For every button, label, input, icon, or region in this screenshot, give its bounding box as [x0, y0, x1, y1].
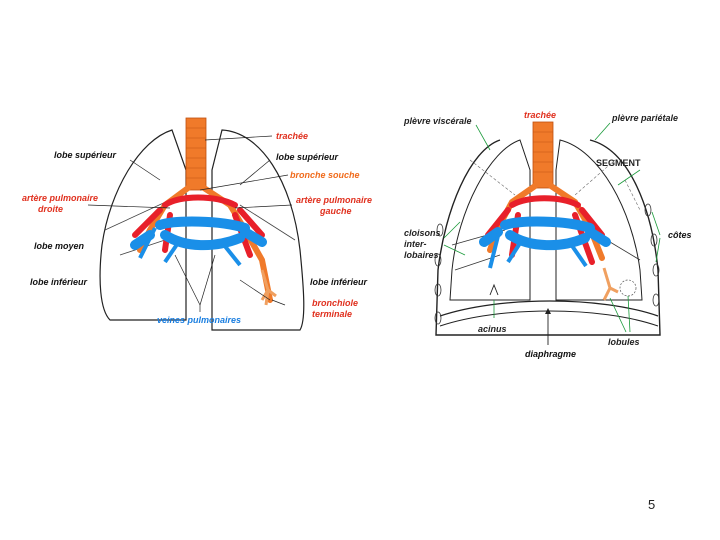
label-lobe-superieur-left: lobe supérieur	[54, 150, 117, 160]
acinus-marker	[489, 283, 499, 296]
left-bronchiole	[260, 269, 277, 306]
rib-markers	[434, 203, 660, 325]
left-veins	[130, 216, 267, 251]
label-artere-pulmonaire-droite-2: droite	[38, 204, 63, 214]
right-veins	[479, 216, 611, 251]
left-arteries	[132, 194, 265, 258]
label-cloisons-2: inter-	[404, 239, 427, 249]
right-lung-outline-left	[555, 139, 643, 301]
right-arteries	[485, 195, 605, 265]
diaphragm-line-2	[439, 310, 659, 327]
label-cloisons-3: lobaires	[404, 250, 439, 260]
lobule-circle	[619, 279, 637, 297]
page-number: 5	[648, 497, 656, 512]
label-segment: SEGMENT	[596, 158, 641, 168]
left-trachea	[185, 117, 207, 191]
label-veines-pulmonaires: veines pulmonaires	[157, 315, 241, 325]
label-trachee-right: trachée	[524, 110, 556, 120]
right-bronchiole	[602, 267, 619, 301]
label-trachee-left: trachée	[276, 131, 308, 141]
label-lobe-superieur-right: lobe supérieur	[276, 152, 339, 162]
label-plevre-parietale: plèvre pariétale	[611, 113, 678, 123]
left-fissure-3	[239, 204, 296, 241]
label-cloisons-1: cloisons	[404, 228, 441, 238]
label-diaphragme: diaphragme	[525, 349, 576, 359]
left-vein-branches	[138, 227, 242, 267]
label-lobe-inferieur-right: lobe inférieur	[310, 277, 368, 287]
label-artere-pulmonaire-gauche-1: artère pulmonaire	[296, 195, 372, 205]
label-plevre-viscerale: plèvre viscérale	[403, 116, 472, 126]
label-bronchiole-terminale-1: bronchiole	[312, 298, 358, 308]
label-lobe-moyen: lobe moyen	[34, 241, 85, 251]
left-left-lung-outline	[211, 129, 305, 331]
label-artere-pulmonaire-droite-1: artère pulmonaire	[22, 193, 98, 203]
label-artere-pulmonaire-gauche-2: gauche	[319, 206, 352, 216]
diaphragm-line	[439, 300, 659, 317]
label-acinus: acinus	[478, 324, 507, 334]
right-trachea	[532, 121, 554, 189]
label-lobe-inferieur-left: lobe inférieur	[30, 277, 88, 287]
right-lung-outline-right	[449, 139, 531, 301]
left-lung-diagram: trachée lobe supérieur lobe supérieur br…	[22, 117, 372, 331]
right-vein-branches	[488, 227, 588, 269]
label-bronche-souche: bronche souche	[290, 170, 360, 180]
left-right-lung-outline	[99, 129, 187, 321]
label-cotes: côtes	[668, 230, 692, 240]
right-lung-diagram: trachée plèvre viscérale plèvre pariétal…	[403, 110, 692, 359]
label-lobules: lobules	[608, 337, 640, 347]
label-bronchiole-terminale-2: terminale	[312, 309, 352, 319]
left-fissure-1	[104, 199, 171, 231]
